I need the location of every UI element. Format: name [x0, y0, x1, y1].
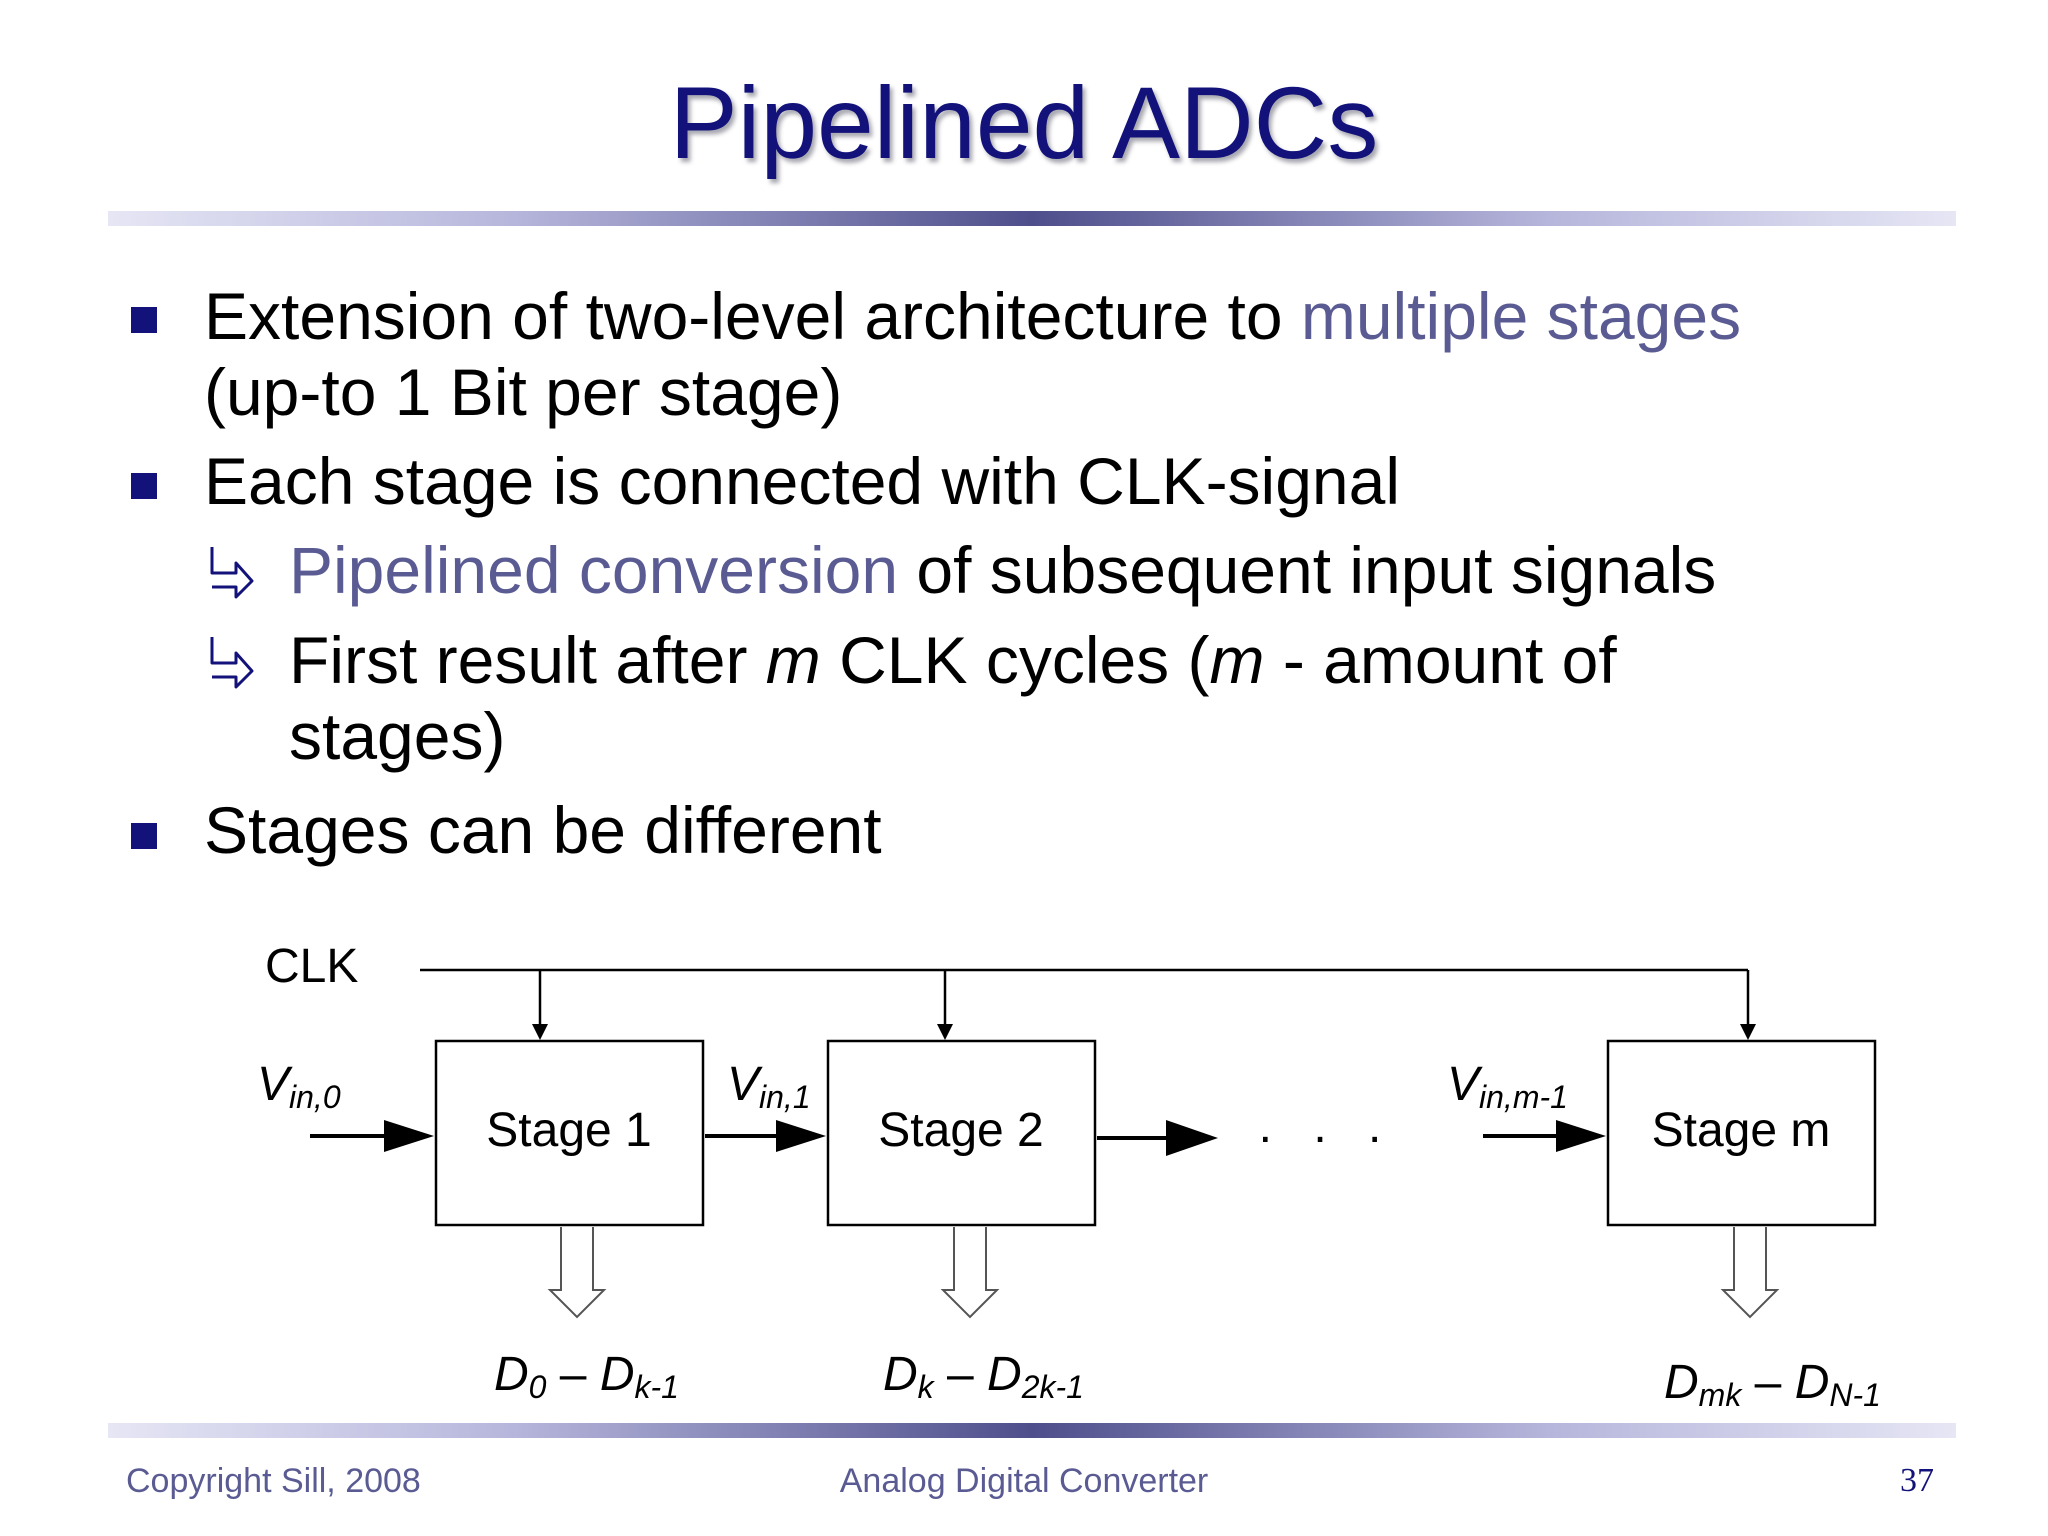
clk-label: CLK [265, 940, 358, 993]
slide-title: Pipelined ADCs [669, 66, 1379, 180]
output-label-part: D [883, 1348, 918, 1401]
stage-2-box [826, 1039, 1097, 1227]
output-label-dash: – [1741, 1356, 1794, 1409]
arrowhead [1166, 1120, 1218, 1156]
arrowhead [776, 1120, 826, 1152]
sub-bullet-2-line-1: First result after m CLK cycles (m - amo… [289, 622, 1617, 698]
output-label-sub: k [918, 1369, 936, 1405]
bullet-1-line-2: (up-to 1 Bit per stage) [204, 355, 843, 429]
output-label-sub: mk [1699, 1377, 1744, 1413]
clk-arrowhead [532, 1024, 548, 1040]
output-label-part: D [1795, 1356, 1830, 1409]
input-label-sub: in,m-1 [1479, 1079, 1568, 1115]
sub-bullet-2-var-m: m [1209, 623, 1265, 697]
input-label-1: Vin,1 [727, 1058, 811, 1115]
stage-m-label: Stage m [1652, 1104, 1831, 1157]
clk-arrowhead [937, 1024, 953, 1040]
input-label-main: V [727, 1058, 763, 1111]
output-label-part: D [600, 1348, 635, 1401]
clk-arrowhead [1740, 1024, 1756, 1040]
input-label-main: V [1447, 1058, 1483, 1111]
output-label-part: D [987, 1348, 1022, 1401]
output-bus-arrow-m [1720, 1227, 1780, 1319]
sub-bullet-2-text-c: - amount of [1264, 623, 1617, 697]
output-label-part: D [1664, 1356, 1699, 1409]
output-bus-arrow-1 [547, 1227, 607, 1319]
output-label-dash: – [546, 1348, 599, 1401]
bullet-1-accent-text: multiple stages [1300, 279, 1742, 353]
output-label-sub: 0 [529, 1369, 547, 1405]
output-label-sub: N-1 [1829, 1377, 1881, 1413]
input-label-0: Vin,0 [257, 1058, 341, 1115]
title-divider [108, 211, 1956, 226]
page-number: 37 [1900, 1462, 1934, 1499]
curved-arrow-icon [210, 547, 254, 599]
output-label-m: Dmk – DN-1 [1664, 1356, 1881, 1413]
bullet-square-icon [131, 473, 157, 499]
output-label-1: D0 – Dk-1 [494, 1348, 679, 1405]
stage-m-box [1606, 1039, 1877, 1227]
bullet-2-text: Each stage is connected with CLK-signal [204, 444, 1400, 518]
output-bus-arrow-2 [940, 1227, 1000, 1319]
sub-bullet-1: Pipelined conversion of subsequent input… [289, 532, 1716, 608]
sub-bullet-2-text-a: First result after [289, 623, 766, 697]
arrowhead [1556, 1120, 1606, 1152]
input-label-sub: in,0 [289, 1079, 341, 1115]
sub-bullet-2-line-2: stages) [289, 699, 506, 773]
input-label-sub: in,1 [759, 1079, 811, 1115]
output-label-sub: 2k-1 [1021, 1369, 1084, 1405]
input-label-m-1: Vin,m-1 [1447, 1058, 1568, 1115]
footer-copyright: Copyright Sill, 2008 [126, 1462, 421, 1500]
stage-1-label: Stage 1 [486, 1104, 651, 1157]
arrowhead [384, 1120, 434, 1152]
output-label-dash: – [934, 1348, 987, 1401]
footer-divider [108, 1423, 1956, 1438]
bullet-square-icon [131, 307, 157, 333]
bullet-1-line-1: Extension of two-level architecture to m… [204, 278, 1741, 354]
output-label-sub: k-1 [635, 1369, 679, 1405]
stage-2-label: Stage 2 [878, 1104, 1043, 1157]
sub-bullet-1-text: of subsequent input signals [898, 533, 1717, 607]
bullet-3-text: Stages can be different [204, 793, 882, 867]
sub-bullet-2-var-m: m [765, 623, 821, 697]
output-label-2: Dk – D2k-1 [883, 1348, 1084, 1405]
input-label-main: V [257, 1058, 293, 1111]
sub-bullet-1-accent-text: Pipelined conversion [289, 533, 899, 607]
bullet-square-icon [131, 823, 157, 849]
footer-title: Analog Digital Converter [839, 1462, 1209, 1500]
output-label-part: D [494, 1348, 529, 1401]
sub-bullet-2-text-b: CLK cycles ( [820, 623, 1210, 697]
bullet-1-text: Extension of two-level architecture to [204, 279, 1301, 353]
curved-arrow-icon [210, 637, 254, 689]
ellipsis: . . . [1259, 1100, 1396, 1153]
stage-1-box [434, 1039, 705, 1227]
